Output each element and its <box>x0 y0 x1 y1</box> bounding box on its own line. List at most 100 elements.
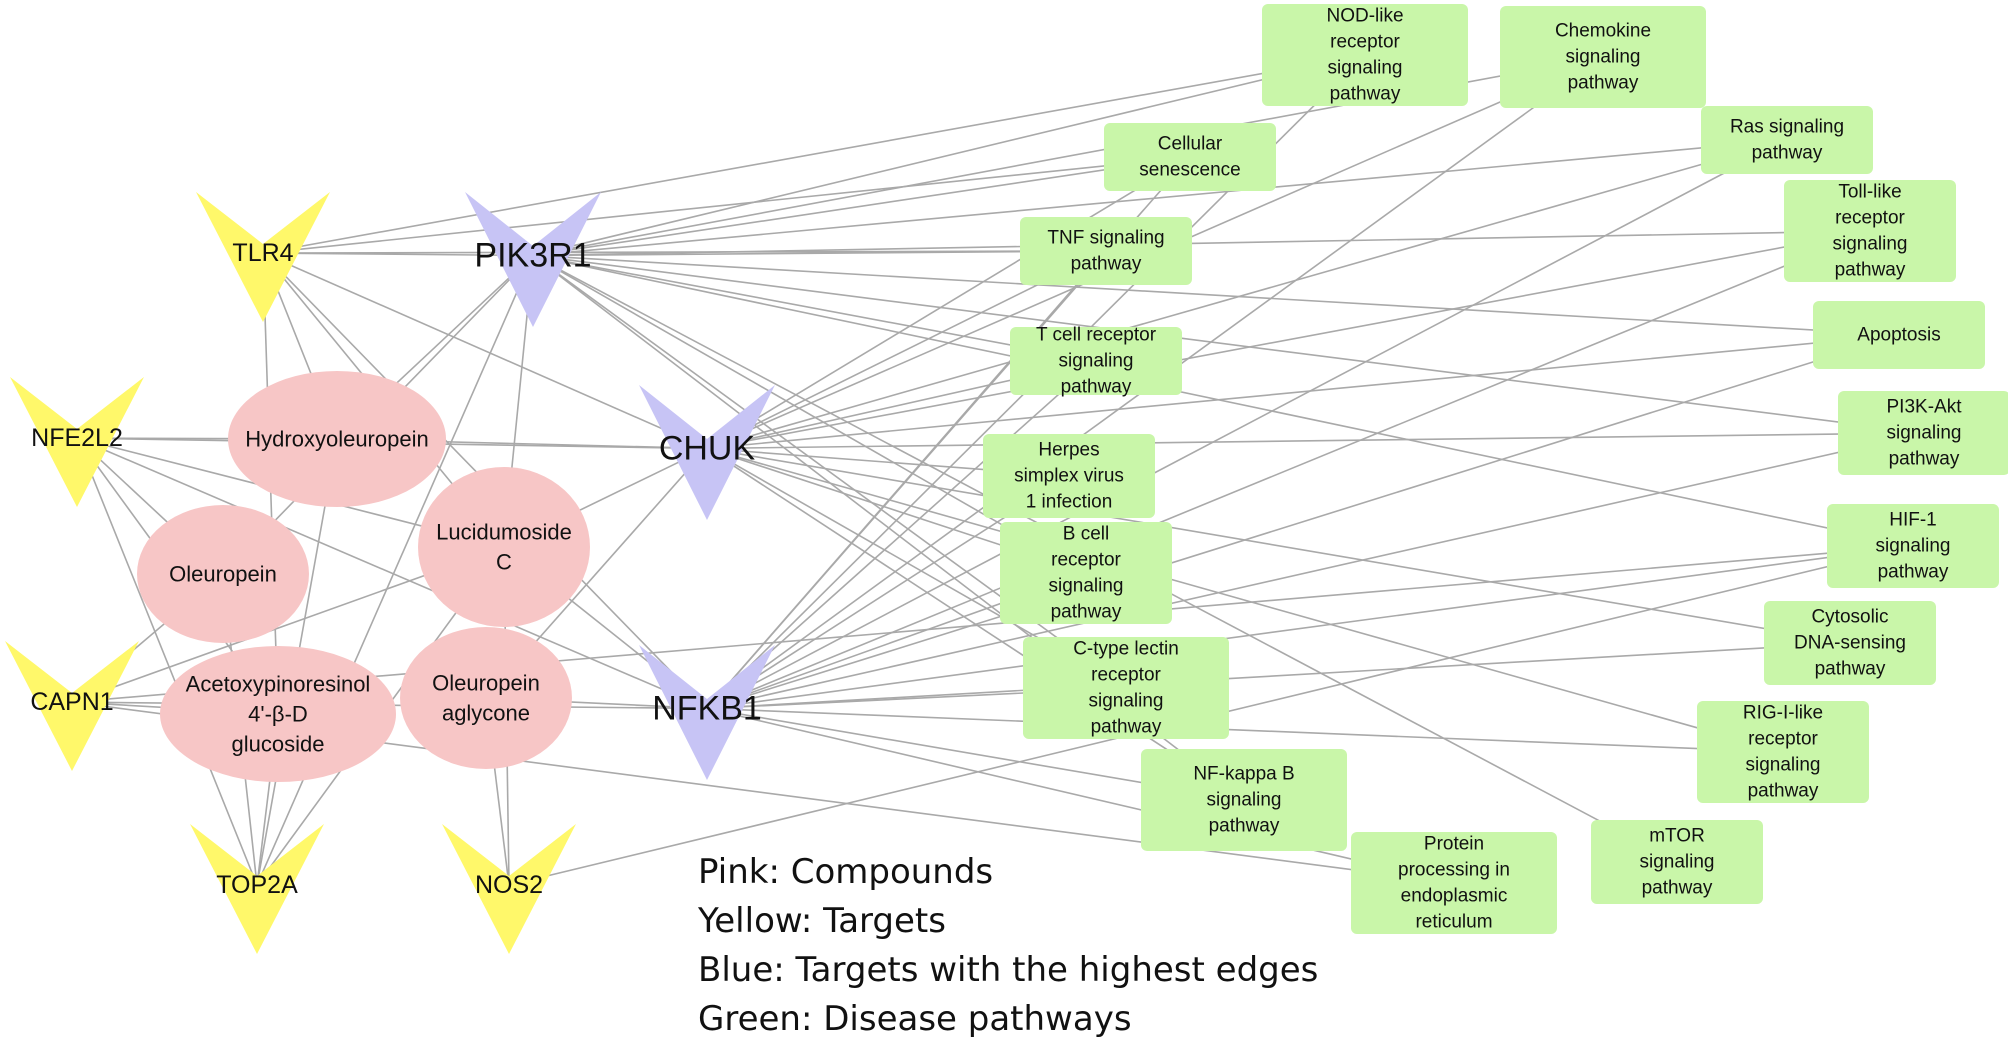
node-label: Herpes <box>1038 440 1099 461</box>
pathway-box <box>1351 832 1557 934</box>
edge-nfkb1-hif1 <box>706 545 1914 710</box>
pathway-box <box>1838 391 2008 475</box>
hub-target-node-pik3r1: PIK3R1 <box>465 192 601 327</box>
edge-chuk-toll-like <box>706 230 1871 450</box>
target-chevron-shape <box>190 824 324 954</box>
pathway-box <box>1764 601 1936 685</box>
node-label: 1 infection <box>1026 492 1113 513</box>
hub-chevron-shape <box>639 645 775 780</box>
compound-node-oleuropein: Oleuropein <box>137 505 309 643</box>
node-label: TNF signaling <box>1047 228 1164 249</box>
target-chevron-shape <box>10 377 144 507</box>
compound-ellipse <box>228 371 446 507</box>
pathway-node-ras: Ras signaling pathway <box>1701 106 1873 174</box>
edge-pik3r1-hif1 <box>532 254 1914 547</box>
node-label: signaling <box>1746 755 1821 776</box>
nodes-layer: HydroxyoleuropeinOleuropeinLucidumosideC… <box>5 4 2008 954</box>
node-label: NFE2L2 <box>31 424 123 452</box>
node-label: C-type lectin <box>1073 639 1179 660</box>
node-label: Lucidumoside <box>436 520 572 545</box>
node-label: Chemokine <box>1555 21 1651 42</box>
pathway-node-apoptosis: Apoptosis <box>1813 301 1985 369</box>
node-label: pathway <box>1815 659 1886 680</box>
node-label: Cytosolic <box>1811 607 1888 628</box>
node-label: pathway <box>1642 878 1713 899</box>
node-label: pathway <box>1051 602 1122 623</box>
node-label: receptor <box>1051 550 1121 571</box>
edge-chuk-ras <box>706 139 1788 450</box>
pathway-box <box>1262 4 1468 106</box>
compound-node-hydroxyoleuropein: Hydroxyoleuropein <box>228 371 446 507</box>
edge-nfkb1-protein-processing <box>706 707 1455 884</box>
node-label: HIF-1 <box>1889 510 1937 531</box>
node-label: TLR4 <box>232 239 293 267</box>
node-label: pathway <box>1752 143 1823 164</box>
legend: Pink: Compounds Yellow: Targets Blue: Ta… <box>698 848 1318 1044</box>
node-label: signaling <box>1640 852 1715 873</box>
legend-compounds: Pink: Compounds <box>698 852 994 892</box>
node-label: NOS2 <box>475 871 543 899</box>
node-label: Ras signaling <box>1730 117 1844 138</box>
node-label: receptor <box>1835 208 1905 229</box>
node-label: reticulum <box>1415 912 1492 933</box>
edge-pik3r1-nod-like <box>532 54 1366 257</box>
pathway-box <box>1000 522 1172 624</box>
pathway-box <box>1813 301 1985 369</box>
node-label: Cellular <box>1158 134 1223 155</box>
edge-chuk-rig-i <box>706 447 1784 753</box>
pathway-box <box>1827 504 1999 588</box>
edge-nfkb1-rig-i <box>706 707 1784 753</box>
compound-ellipse <box>160 646 396 782</box>
node-label: DNA-sensing <box>1794 633 1906 654</box>
node-label: pathway <box>1748 781 1819 802</box>
target-node-nfe2l2: NFE2L2 <box>10 377 144 507</box>
node-label: pathway <box>1071 254 1142 275</box>
node-label: pathway <box>1330 84 1401 105</box>
node-label: PI3K-Akt <box>1887 397 1963 418</box>
hub-target-node-chuk: CHUK <box>639 385 775 520</box>
node-label: receptor <box>1748 729 1818 750</box>
pathway-box <box>1697 701 1869 803</box>
node-label: pathway <box>1568 73 1639 94</box>
node-label: pathway <box>1889 449 1960 470</box>
pathway-node-cellular-senescence: Cellular senescence <box>1104 123 1276 191</box>
edge-nfe2l2-nfkb1 <box>76 437 708 710</box>
target-chevron-shape <box>5 641 139 771</box>
hub-chevron-shape <box>639 385 775 520</box>
node-label: Hydroxyoleuropein <box>245 427 428 452</box>
target-chevron-shape <box>196 192 330 322</box>
node-label: pathway <box>1209 816 1280 837</box>
compound-ellipse <box>137 505 309 643</box>
legend-targets: Yellow: Targets <box>698 901 946 941</box>
edge-capn1-hif1 <box>71 545 1914 703</box>
node-label: CAPN1 <box>30 688 113 716</box>
node-label: senescence <box>1139 160 1240 181</box>
node-label: PIK3R1 <box>474 236 591 274</box>
node-label: signaling <box>1833 234 1908 255</box>
edge-pik3r1-b-cell <box>532 254 1087 574</box>
edge-chuk-cytosolic-dna <box>706 447 1851 644</box>
pathway-box <box>1020 217 1192 285</box>
pathway-box <box>1591 820 1763 904</box>
node-label: Protein <box>1424 834 1484 855</box>
node-label: pathway <box>1061 377 1132 398</box>
hub-chevron-shape <box>465 192 601 327</box>
pathway-box <box>1141 749 1347 851</box>
node-label: signaling <box>1049 576 1124 597</box>
edge-chuk-apoptosis <box>706 334 1900 450</box>
node-label: glucoside <box>232 732 325 757</box>
pathway-box <box>1104 123 1276 191</box>
legend-pathways: Green: Disease pathways <box>698 999 1132 1039</box>
node-label: Apoptosis <box>1857 325 1940 346</box>
compound-ellipse <box>418 467 590 627</box>
